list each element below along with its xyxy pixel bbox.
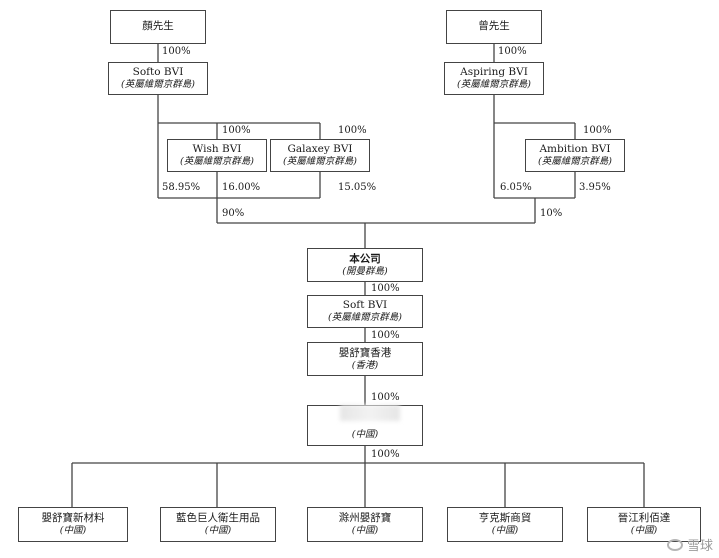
pct-prc-subs: 100%	[371, 449, 400, 460]
node-jurisdiction: (開曼群島)	[342, 265, 388, 277]
node-name: 嬰舒寶香港	[338, 346, 392, 359]
node-sub-chuzhou: 滁州嬰舒寶 (中國)	[307, 507, 423, 542]
snowball-logo-icon	[666, 538, 683, 551]
pct-hk-prc: 100%	[371, 392, 400, 403]
node-jurisdiction: (香港)	[351, 359, 379, 371]
node-jurisdiction: (英屬維爾京群島)	[328, 312, 402, 324]
node-soft-bvi: Soft BVI (英屬維爾京群島)	[307, 295, 423, 328]
pct-softo-galaxey: 100%	[338, 125, 367, 136]
node-sub-hengkesi: 亨克斯商貿 (中國)	[447, 507, 563, 542]
node-company: 本公司 (開曼群島)	[307, 248, 423, 282]
pct-ambition-direct: 3.95%	[579, 182, 611, 193]
node-aspiring-bvi: Aspiring BVI (英屬維爾京群島)	[444, 62, 544, 95]
node-galaxey-bvi: Galaxey BVI (英屬維爾京群島)	[270, 139, 370, 172]
node-sub-jinjiang: 晉江利佰達 (中國)	[587, 507, 701, 542]
node-ambition-bvi: Ambition BVI (英屬維爾京群島)	[525, 139, 625, 172]
pct-yan-softo: 100%	[162, 46, 191, 57]
node-jurisdiction: (中國)	[351, 525, 379, 537]
pct-softo-wish: 100%	[222, 125, 251, 136]
pct-wish-direct: 16.00%	[222, 182, 261, 193]
node-name: Soft BVI	[342, 299, 388, 311]
node-name: 曾先生	[478, 20, 510, 33]
node-hk-entity: 嬰舒寶香港 (香港)	[307, 342, 423, 376]
node-sub-blue-giant: 藍色巨人衛生用品 (中國)	[160, 507, 276, 542]
pct-softo-direct: 58.95%	[162, 182, 201, 193]
watermark: 雪球	[666, 535, 713, 554]
node-jurisdiction: (中國)	[351, 429, 379, 441]
node-name: 藍色巨人衛生用品	[176, 512, 260, 524]
node-name: 本公司	[349, 252, 381, 265]
pct-zeng-aspiring: 100%	[498, 46, 527, 57]
node-wish-bvi: Wish BVI (英屬維爾京群島)	[167, 139, 267, 172]
node-jurisdiction: (中國)	[59, 525, 87, 537]
pct-aspiring-ambition: 100%	[583, 125, 612, 136]
node-name: Softo BVI	[132, 66, 184, 78]
node-name: 亨克斯商貿	[478, 512, 532, 524]
node-sub-new-materials: 嬰舒寶新材料 (中國)	[18, 507, 128, 542]
pct-galaxey-direct: 15.05%	[338, 182, 377, 193]
node-jurisdiction: (英屬維爾京群島)	[180, 156, 254, 168]
node-mr-yan: 顏先生	[110, 10, 206, 44]
redacted-name-blur	[340, 405, 400, 421]
pct-softbvi-hk: 100%	[371, 330, 400, 341]
node-jurisdiction: (中國)	[204, 525, 232, 537]
pct-company-softbvi: 100%	[371, 283, 400, 294]
node-name: Wish BVI	[192, 143, 242, 155]
node-jurisdiction: (英屬維爾京群島)	[283, 156, 357, 168]
node-name: 嬰舒寶新材料	[41, 512, 105, 524]
node-jurisdiction: (中國)	[630, 525, 658, 537]
node-softo-bvi: Softo BVI (英屬維爾京群島)	[108, 62, 208, 95]
node-name: Ambition BVI	[539, 143, 611, 155]
node-name: 滁州嬰舒寶	[338, 512, 392, 524]
node-name: Galaxey BVI	[287, 143, 353, 155]
pct-group-left: 90%	[222, 208, 245, 219]
node-name: Aspiring BVI	[460, 66, 528, 78]
node-mr-zeng: 曾先生	[446, 10, 542, 44]
node-jurisdiction: (英屬維爾京群島)	[457, 79, 531, 91]
node-jurisdiction: (英屬維爾京群島)	[121, 79, 195, 91]
watermark-text: 雪球	[686, 539, 713, 554]
node-jurisdiction: (英屬維爾京群島)	[538, 156, 612, 168]
node-name: 顏先生	[142, 20, 174, 33]
pct-aspiring-direct: 6.05%	[500, 182, 532, 193]
pct-group-right: 10%	[540, 208, 563, 219]
node-jurisdiction: (中國)	[491, 525, 519, 537]
node-name: 晉江利佰達	[617, 512, 671, 524]
